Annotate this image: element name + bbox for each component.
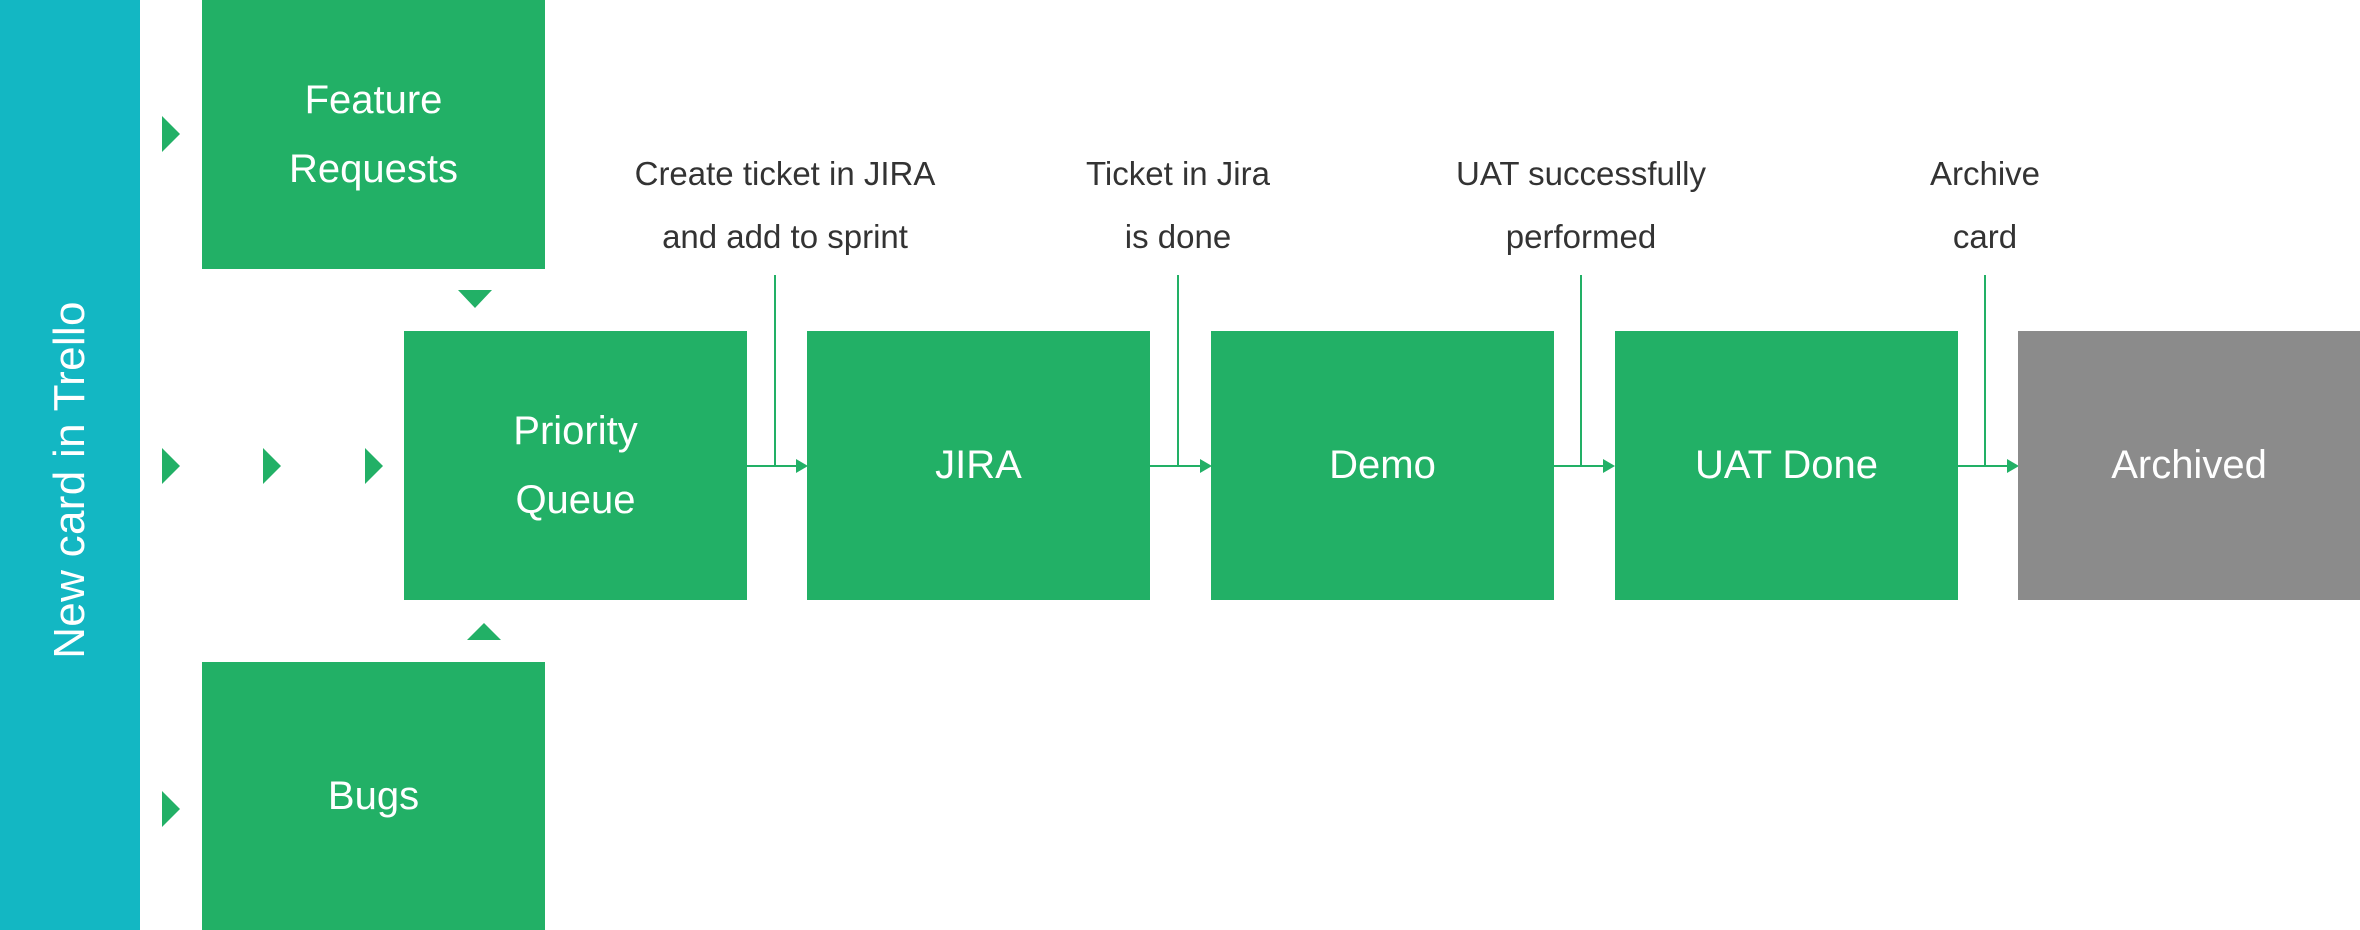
annotation-create-ticket: Create ticket in JIRA and add to sprint <box>600 142 970 268</box>
jira-box: JIRA <box>807 331 1150 600</box>
uat-done-box: UAT Done <box>1615 331 1958 600</box>
flow-arrowhead-archived <box>2007 459 2019 473</box>
annotation-archive-card-line1: Archive <box>1929 155 2041 192</box>
priority-queue-line1: Priority <box>513 408 638 453</box>
entry-arrow-bugs <box>162 791 180 827</box>
annotation-uat-performed-line1: UAT successfully <box>1455 155 1706 192</box>
annotation-ticket-done: Ticket in Jira is done <box>1058 142 1298 268</box>
annotation-uat-performed: UAT successfully performed <box>1431 142 1731 268</box>
bugs-box: Bugs <box>202 662 545 930</box>
priority-queue-box: Priority Queue <box>404 331 747 600</box>
demo-label: Demo <box>1329 443 1436 487</box>
annotation-ticket-done-line1: Ticket in Jira <box>1086 155 1270 192</box>
entry-arrow-priority-1 <box>162 448 180 484</box>
bugs-label: Bugs <box>327 773 420 818</box>
arrow-down-to-queue <box>458 290 492 308</box>
annotation-create-ticket-line2: and add to sprint <box>662 218 908 255</box>
feature-requests-line2: Requests <box>289 146 458 191</box>
sidebar: New card in Trello <box>0 0 140 930</box>
uat-done-label: UAT Done <box>1694 443 1879 487</box>
annotation-archive-card: Archive card <box>1895 142 2075 268</box>
entry-arrow-feature <box>162 116 180 152</box>
flow-arrowhead-uat <box>1603 459 1615 473</box>
feature-requests-line1: Feature <box>304 77 443 122</box>
demo-box: Demo <box>1211 331 1554 600</box>
archived-label: Archived <box>2111 443 2267 487</box>
flow-arrowhead-demo <box>1200 459 1212 473</box>
flow-arrowhead-jira <box>796 459 808 473</box>
annotation-archive-card-line2: card <box>1952 218 2018 255</box>
priority-queue-line2: Queue <box>515 477 636 522</box>
annotation-ticket-done-line2: is done <box>1124 218 1232 255</box>
entry-arrow-priority-3 <box>365 448 383 484</box>
entry-arrow-priority-2 <box>263 448 281 484</box>
annotation-uat-performed-line2: performed <box>1505 218 1657 255</box>
archived-box: Archived <box>2018 331 2360 600</box>
jira-label: JIRA <box>935 443 1022 487</box>
annotation-create-ticket-line1: Create ticket in JIRA <box>634 155 936 192</box>
arrow-up-to-queue <box>467 623 501 640</box>
feature-requests-box: Feature Requests <box>202 0 545 269</box>
